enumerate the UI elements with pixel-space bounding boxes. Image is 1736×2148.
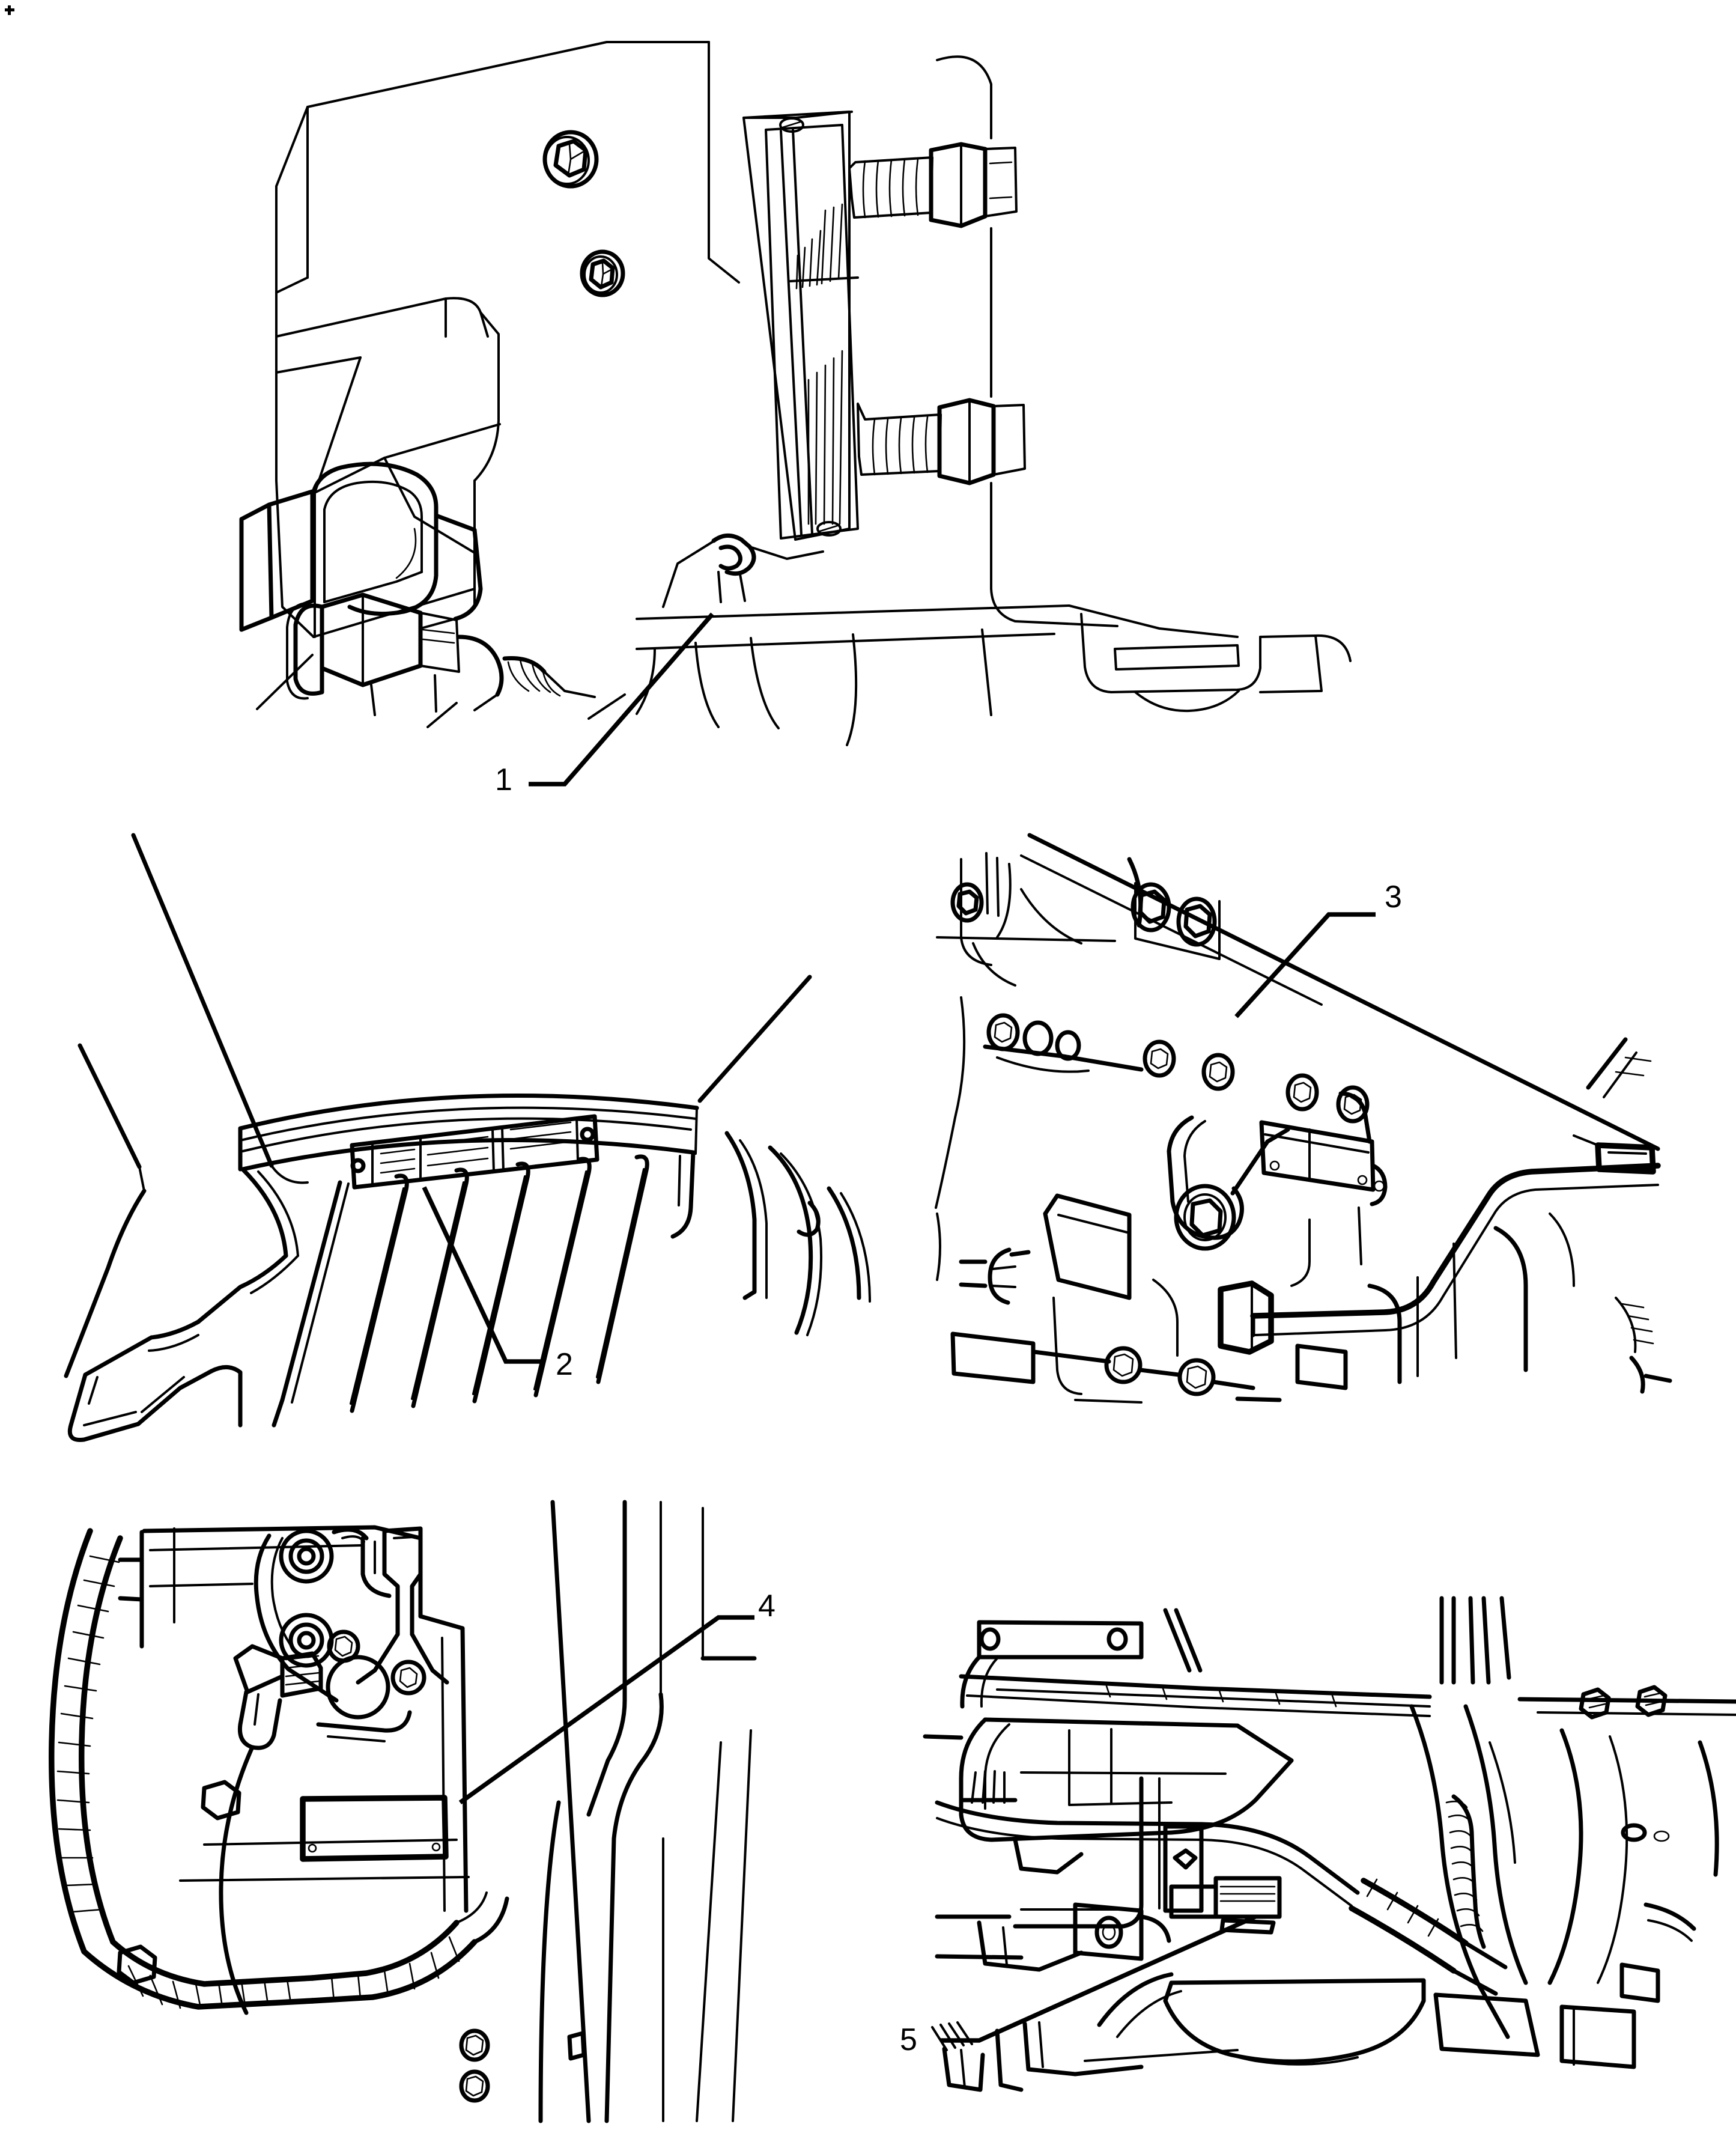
hex-bolt-left-lower	[117, 1944, 157, 1985]
wire-clip	[662, 534, 824, 608]
panel-4-lower-left-view: 4	[49, 1500, 775, 2123]
hex-bolt-left-upper	[201, 1780, 241, 1821]
convoluted-conduit	[49, 1528, 509, 2010]
lower-bracket	[935, 1902, 1171, 1972]
mounting-bracket-arm	[1167, 1115, 1290, 1251]
wire-ends-left	[961, 1770, 1018, 1804]
electrical-connector	[239, 461, 596, 716]
vertical-post	[356, 1526, 449, 1685]
registration-mark-icon	[5, 5, 14, 15]
threaded-stud-upper	[848, 142, 1018, 228]
callout-number-4: 4	[758, 1589, 775, 1623]
left-bolt	[950, 882, 984, 923]
upper-bolt-pair	[1131, 882, 1221, 960]
leader-line-4	[458, 1615, 754, 1805]
callout-number-1: 1	[495, 762, 512, 797]
hose-bundle	[1349, 1878, 1508, 1996]
round-fittings	[279, 1527, 369, 1668]
sensor-plug	[233, 1644, 323, 1750]
tube-hex-fitting	[1218, 1280, 1274, 1355]
leader-line-2	[422, 1186, 541, 1364]
tank-housing	[959, 1717, 1294, 1875]
panel-5-lower-right-view: 5	[900, 1596, 1736, 2092]
leader-line-5	[941, 1914, 1257, 2043]
mounting-clip	[1163, 1824, 1204, 1913]
right-attach-bracket	[1573, 1037, 1656, 1175]
panel-2-mid-left-view: 2	[64, 833, 871, 1442]
hex-socket-bolt-lower	[580, 249, 625, 297]
fluid-lines	[923, 1734, 1360, 1929]
bolt-row	[983, 1013, 1370, 1124]
underbody-pan	[1097, 1972, 1636, 2069]
coiled-wire-wrap	[1445, 1794, 1486, 1949]
coiled-hose	[1615, 1297, 1672, 1394]
callout-number-5: 5	[900, 2022, 917, 2057]
hex-socket-bolt-upper	[542, 130, 599, 189]
threaded-stud-lower	[857, 398, 1026, 485]
connector-module	[1169, 1876, 1282, 1935]
panel-3-mid-right-view: 3	[935, 833, 1672, 1404]
ribbed-floor-panel	[64, 1131, 871, 1442]
leader-line-1	[529, 612, 714, 786]
rail-hardware	[459, 2028, 586, 2103]
data-plate	[300, 1795, 449, 1862]
louvered-vent-grille	[350, 1114, 599, 1190]
callout-number-2: 2	[556, 1347, 573, 1382]
callout-number-3: 3	[1385, 880, 1402, 914]
wire-ends-lower-left	[931, 2021, 985, 2092]
valve-block	[1259, 1091, 1388, 1206]
identification-label-plate	[742, 111, 859, 541]
leader-line-3	[1234, 912, 1376, 1018]
panel-1-upper-view: 1	[239, 41, 1352, 797]
